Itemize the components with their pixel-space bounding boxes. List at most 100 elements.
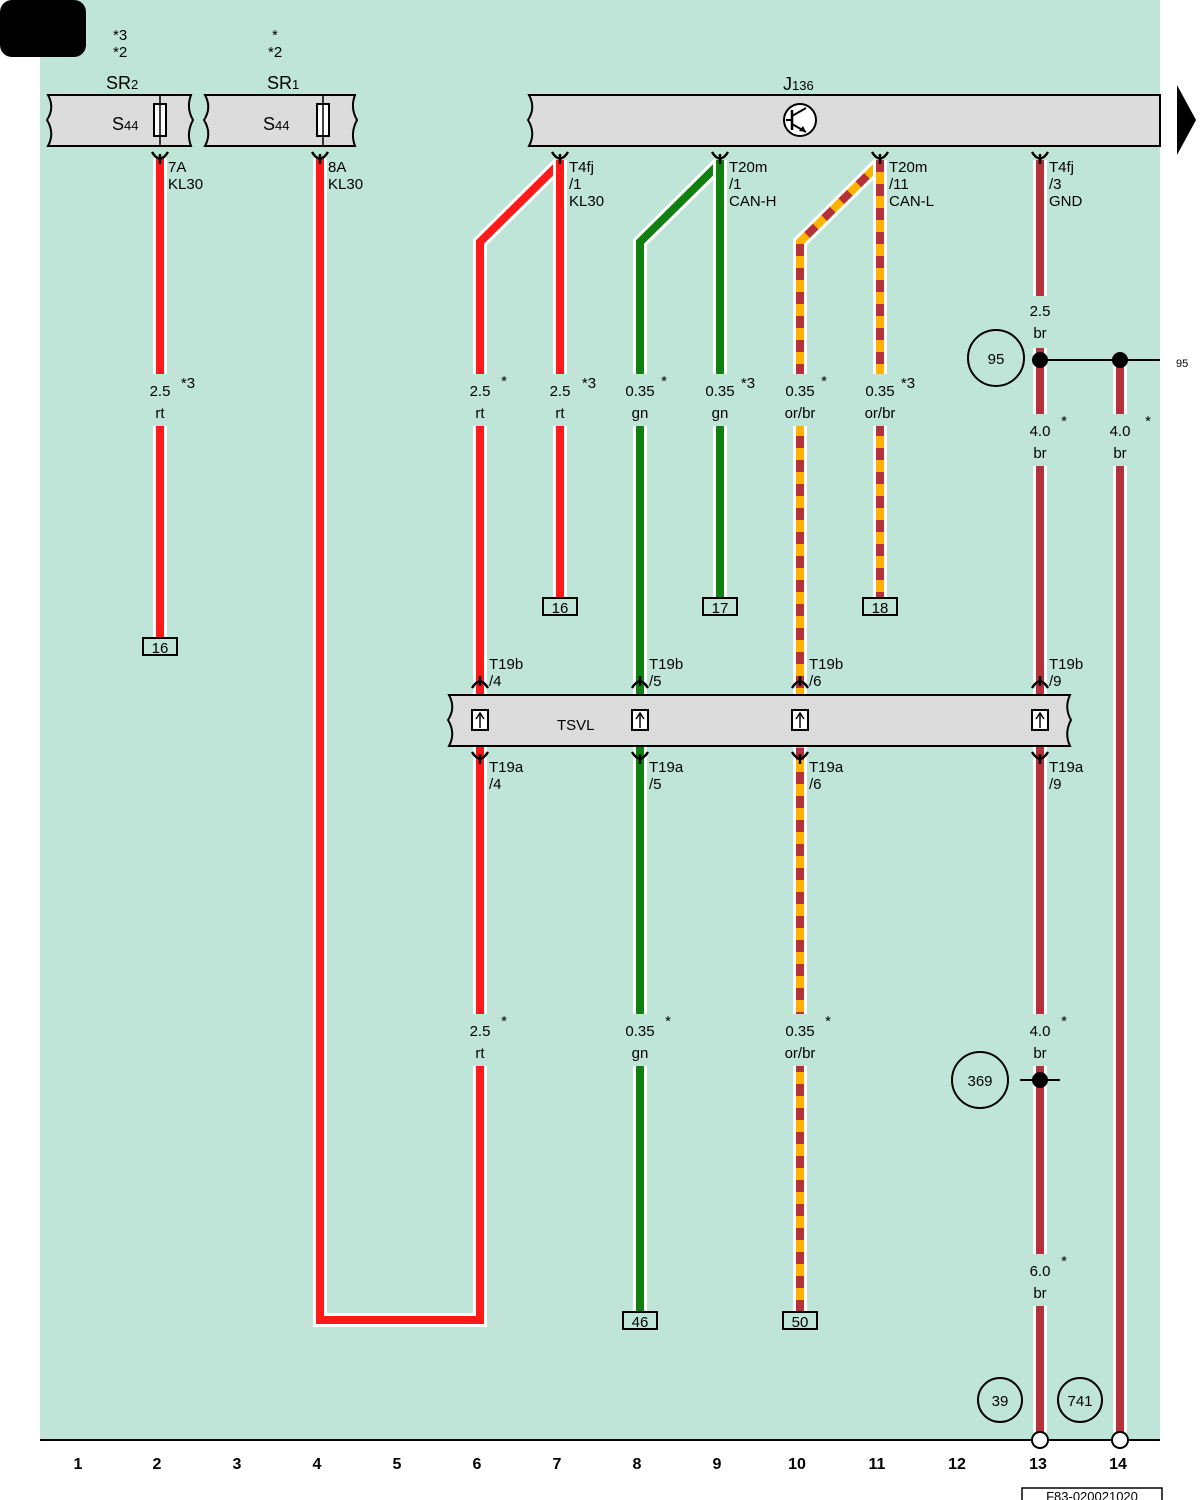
ground-ref-circle	[951, 1051, 1009, 1109]
wire-gauge: 0.35	[865, 383, 894, 400]
connector-icon	[471, 709, 489, 731]
component-label-tsvl: TSVL	[557, 717, 595, 734]
pin-conn: T19b	[809, 656, 843, 673]
wire-color: br	[1113, 445, 1126, 462]
wire-color: br	[1033, 1285, 1046, 1302]
pin-signal: GND	[1049, 193, 1083, 210]
column-number: 12	[948, 1456, 966, 1473]
note-sr2-1: *3	[113, 27, 127, 44]
wire-color: or/br	[865, 405, 896, 422]
wire-note: *	[1061, 1253, 1067, 1270]
column-numbers: 1 2 3 4 5 6 7 8 9 10 11 12 13 14	[74, 1456, 1127, 1473]
pin-num: /6	[809, 673, 822, 690]
column-number: 10	[788, 1456, 806, 1473]
column-number: 14	[1109, 1456, 1127, 1473]
wire-color: gn	[712, 405, 729, 422]
socket-icon	[150, 151, 170, 164]
wire-gauge: 0.35	[625, 383, 654, 400]
ground-ref-circle	[1057, 1377, 1103, 1423]
wire-gauge: 4.0	[1030, 423, 1051, 440]
pin-num: /5	[649, 776, 662, 793]
wire-labels: 2.5 rt *3 2.5 rt * 2.5 rt *3 0.35 gn * 0…	[150, 303, 1152, 1302]
wire-color: br	[1033, 1045, 1046, 1062]
continuation-arrow-icon	[1177, 85, 1196, 155]
ground-terminal	[1031, 1431, 1049, 1449]
terminal-ref: 17	[712, 600, 729, 617]
wire-color: or/br	[785, 1045, 816, 1062]
ground-ref-95: 95	[988, 351, 1005, 368]
wire-color: gn	[632, 405, 649, 422]
socket-icon	[630, 676, 650, 689]
socket-icon	[470, 676, 490, 689]
wire-note: *	[661, 373, 667, 390]
column-number: 4	[313, 1456, 322, 1473]
pin-conn: T20m	[889, 159, 927, 176]
side-ref-95: 95	[1176, 358, 1188, 370]
term-sr1: KL30	[328, 176, 363, 193]
page-tab	[0, 0, 86, 57]
pin-num: /3	[1049, 176, 1062, 193]
wire-gauge: 2.5	[470, 1023, 491, 1040]
column-number: 8	[633, 1456, 642, 1473]
socket-icon	[630, 751, 650, 764]
terminal-ref: 50	[792, 1314, 809, 1331]
wire-note: *	[665, 1013, 671, 1030]
wire-color: br	[1033, 445, 1046, 462]
connector-icon	[631, 709, 649, 731]
wire-gauge: 0.35	[785, 1023, 814, 1040]
pin-signal: KL30	[569, 193, 604, 210]
wire-label-gaps	[140, 296, 1140, 1306]
wire-gauge: 6.0	[1030, 1263, 1051, 1280]
wire-sr1-rt	[313, 158, 564, 1327]
wire-gauge: 4.0	[1030, 1023, 1051, 1040]
fuse-label-sr2: S44	[112, 114, 138, 134]
tsvl-pin-labels: T19b /4 T19b /5 T19b /6 T19b /9 T19a /4 …	[489, 656, 1084, 793]
terminal-boxes: 16 16 17 18 46 50	[142, 597, 898, 1331]
wire-color: br	[1033, 325, 1046, 342]
wire-gauge: 2.5	[1030, 303, 1051, 320]
component-label-sr1: SR1	[267, 73, 299, 93]
wire-color: rt	[475, 1045, 485, 1062]
term-sr2: KL30	[168, 176, 203, 193]
note-sr2-2: *2	[113, 44, 127, 61]
ground-references: 95 369 39 741 95	[951, 329, 1188, 1423]
column-number: 6	[473, 1456, 482, 1473]
wire-note: *	[821, 373, 827, 390]
ground-ref-39: 39	[992, 1393, 1009, 1410]
splice-dot	[1032, 1072, 1048, 1088]
wire-note: *3	[582, 375, 596, 392]
socket-icon	[790, 676, 810, 689]
connector-icon	[791, 709, 809, 731]
pin-num: /1	[569, 176, 582, 193]
pin-num: /9	[1049, 673, 1062, 690]
column-number: 7	[553, 1456, 562, 1473]
wire-color: or/br	[785, 405, 816, 422]
ground-ref-circle	[967, 329, 1025, 387]
fuse-label-sr1: S44	[263, 114, 289, 134]
pin-conn: T19b	[649, 656, 683, 673]
wire-note: *3	[741, 375, 755, 392]
connector-icon	[1031, 709, 1049, 731]
doc-id-box	[1021, 1487, 1163, 1500]
wire-gauge: 2.5	[550, 383, 571, 400]
note-sr1-1: *	[272, 27, 278, 44]
splice-dot	[1112, 352, 1128, 368]
pin-num: /11	[889, 176, 909, 193]
socket-icon	[870, 151, 890, 164]
wire-color: rt	[555, 405, 565, 422]
column-number: 9	[713, 1456, 722, 1473]
ground-ref-741: 741	[1067, 1393, 1092, 1410]
socket-icon	[550, 151, 570, 164]
terminal-ref: 16	[552, 600, 569, 617]
socket-icon	[1030, 676, 1050, 689]
column-number: 11	[869, 1456, 886, 1473]
pin-conn: T19a	[809, 759, 844, 776]
pin-num: /6	[809, 776, 822, 793]
socket-icon	[710, 151, 730, 164]
pin-sockets	[150, 151, 1050, 764]
pin-conn: T19a	[649, 759, 684, 776]
wire-note: *	[1061, 413, 1067, 430]
wire-gauge: 0.35	[705, 383, 734, 400]
fuse-holder-sr2: S44 SR2 *3 *2 7A KL30	[45, 27, 203, 193]
wire-can-l-orbr-tsvl	[793, 159, 884, 1312]
